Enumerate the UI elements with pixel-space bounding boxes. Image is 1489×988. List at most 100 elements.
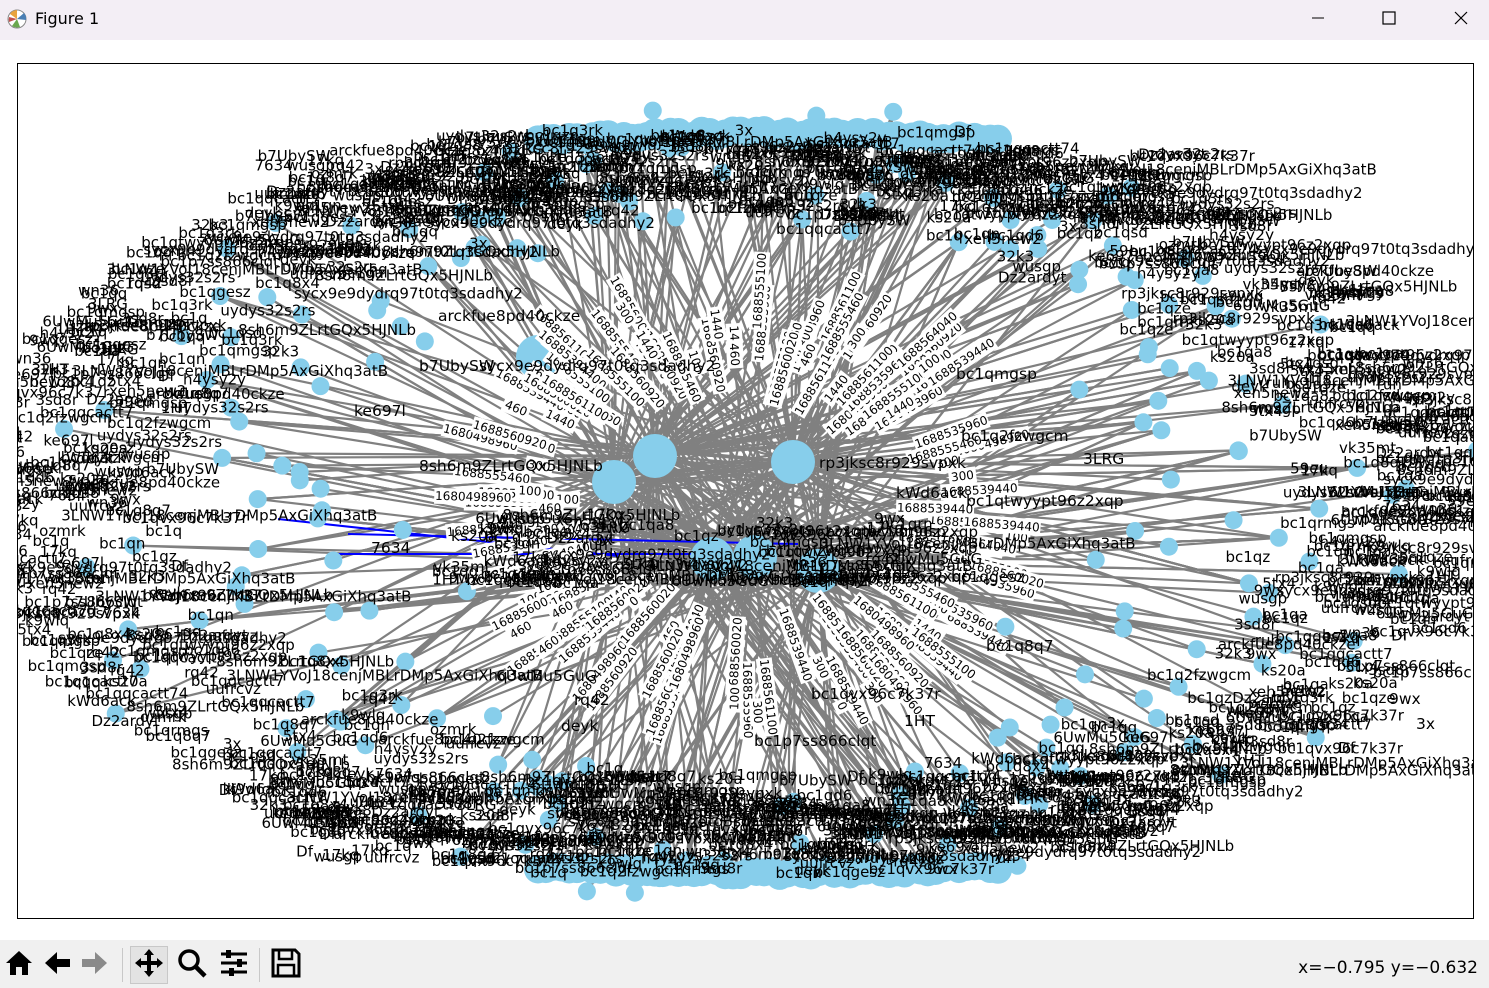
node-label: 1HT: [432, 570, 463, 588]
node-label: bc1qtwyypt96z2xqp: [142, 636, 295, 654]
graph-node: [1239, 574, 1258, 593]
network-graph: 1001688535960168855510014401688539440016…: [18, 101, 1473, 902]
back-icon: [41, 947, 73, 983]
graph-node: [77, 558, 96, 577]
node-label: bc1qa: [1262, 606, 1308, 624]
graph-edge: [710, 131, 789, 560]
node-label: ks20a: [451, 527, 497, 545]
title-bar: Figure 1: [0, 0, 1489, 40]
node-label: bc1qmgsp: [1356, 571, 1434, 589]
graph-node: [1176, 249, 1195, 268]
node-label: arckfue8pd40ckze: [438, 307, 580, 325]
node-label: bc1qd6: [18, 443, 25, 461]
node-label: 9wx: [110, 490, 141, 508]
graph-node: [1306, 728, 1325, 747]
graph-node: [288, 742, 307, 761]
graph-node: [1383, 485, 1402, 504]
node-label: b7UbySW: [1249, 427, 1322, 445]
minimize-button[interactable]: [1282, 0, 1354, 40]
node-label: bc1qd6: [270, 185, 326, 203]
node-label: bc1qtwyypt96z2xqp: [407, 829, 560, 847]
pan-button[interactable]: [130, 946, 168, 984]
node-label: rq42: [726, 145, 761, 163]
node-label: 9wx: [927, 860, 958, 878]
node-label: bc1qd6: [1411, 619, 1467, 637]
node-label: arckfue8pd40ckze: [1040, 747, 1178, 765]
graph-node: [1253, 654, 1272, 673]
node-label: ke697l: [1198, 723, 1248, 741]
node-label: bc1qd6: [1299, 414, 1355, 432]
node-label: bc1qq: [1091, 719, 1137, 737]
zoom-button[interactable]: [173, 946, 211, 984]
forward-button[interactable]: [76, 946, 114, 984]
node-label: 59eu: [1109, 242, 1147, 260]
plot-axes[interactable]: 1001688535960168855510014401688539440016…: [17, 63, 1474, 919]
graph-node: [484, 707, 503, 726]
graph-edge: [685, 556, 757, 861]
node-label: 32k3: [953, 172, 990, 190]
graph-node: [516, 835, 535, 854]
node-label: 5tx4: [18, 621, 51, 639]
node-label: k9wlq: [1219, 288, 1263, 306]
graph-node: [1000, 718, 1019, 737]
graph-node: [197, 370, 216, 389]
node-label: bc1qmgsp: [109, 642, 187, 660]
home-button[interactable]: [0, 946, 38, 984]
close-button[interactable]: [1425, 0, 1489, 40]
graph-node: [1027, 758, 1046, 777]
save-button[interactable]: [267, 946, 305, 984]
edge-label: 1440: [705, 305, 728, 343]
node-label: bc1q2fzwgcm: [1332, 386, 1436, 404]
node-label: uydys32s2rs: [1136, 145, 1234, 163]
node-label: bc1qd6: [332, 728, 388, 746]
graph-node: [690, 537, 734, 581]
node-label: bc1q3rk: [151, 296, 213, 314]
node-label: bc1qq: [268, 776, 314, 794]
graph-node: [1152, 421, 1171, 440]
graph-node: [331, 712, 350, 731]
node-label: bc1q2fzwgcm: [580, 863, 684, 881]
node-label: bc1q: [288, 172, 325, 190]
node-label: Dz2ardyt: [826, 849, 894, 867]
node-label: bc1q: [1060, 798, 1097, 816]
graph-node: [548, 794, 567, 813]
node-label: bc1q: [1389, 588, 1426, 606]
graph-node: [1028, 226, 1047, 245]
graph-edge: [711, 558, 913, 865]
graph-node: [715, 851, 734, 870]
graph-node: [610, 184, 629, 203]
graph-edge: [754, 556, 970, 809]
window-title: Figure 1: [35, 9, 100, 28]
node-label: ks20a: [1169, 724, 1214, 742]
node-label: 3sd8r: [35, 391, 78, 409]
graph-node: [529, 769, 548, 788]
node-label: 3sd8r: [485, 155, 528, 173]
edge-label: 1688560020: [725, 615, 746, 695]
graph-node: [1008, 856, 1027, 875]
forward-icon: [79, 947, 111, 983]
graph-node: [1229, 441, 1248, 460]
node-label: h4ysy2y: [18, 495, 40, 513]
node-label: sycx9e9dydrq97t0tq3sdadhy2: [1276, 581, 1473, 599]
node-label: 3LRG: [1083, 450, 1124, 468]
node-label: 17kq: [322, 846, 359, 864]
node-label: bc1q8q7: [290, 823, 355, 841]
graph-edge: [755, 570, 820, 873]
graph-node: [501, 142, 520, 161]
graph-edge: [817, 449, 1239, 573]
graph-edge: [654, 454, 1180, 688]
svg-text:460: 460: [727, 343, 743, 367]
node-label: ruh: [1255, 631, 1280, 649]
back-button[interactable]: [38, 946, 76, 984]
maximize-button[interactable]: [1353, 0, 1425, 40]
graph-node: [428, 709, 447, 728]
node-label: vk35mt: [1339, 439, 1396, 457]
node-label: bc1qgesz: [22, 330, 93, 348]
configure-subplots-button[interactable]: [215, 946, 253, 984]
node-label: ks20a: [83, 439, 128, 457]
node-label: 1HT: [161, 399, 192, 417]
edge-label: 300: [523, 455, 555, 477]
node-label: deyk: [804, 801, 841, 819]
figure-canvas[interactable]: 1001688535960168855510014401688539440016…: [0, 40, 1489, 940]
graph-node: [733, 535, 777, 579]
